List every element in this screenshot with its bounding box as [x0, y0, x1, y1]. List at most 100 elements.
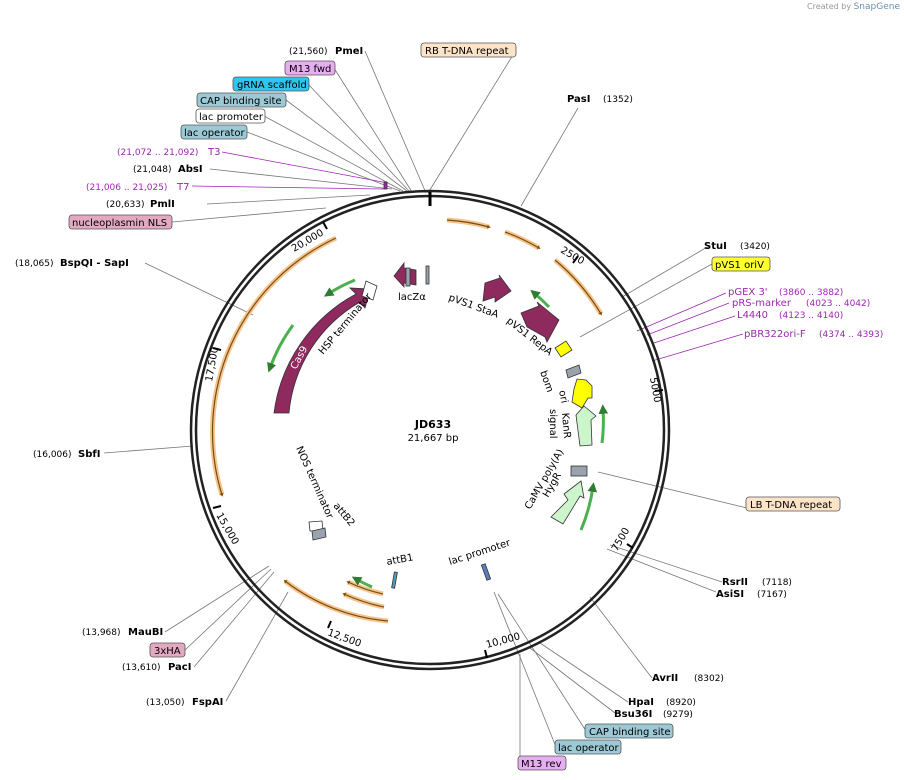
- site-pos-maubi: (13,968): [82, 628, 121, 638]
- orf-arc-bottom-3-arrow: [346, 581, 384, 595]
- lbtdna-leader: [597, 471, 748, 509]
- site-pos-rsrii: (7118): [762, 578, 792, 588]
- tick-label-5000: 5000: [647, 377, 662, 404]
- cap-leader-1: [285, 99, 408, 192]
- attb1-label: attB1: [386, 552, 415, 568]
- tick-17500: [212, 347, 222, 351]
- box-m13fwd: [284, 60, 336, 76]
- site-name-maubi: MauBI: [128, 627, 163, 638]
- site-labels: (21,560) PmeI PasI (1352) (21,048) AbsI …: [15, 46, 792, 720]
- site-name-bsu36i: Bsu36I: [614, 709, 652, 720]
- label-lacop-2: lac operator: [558, 743, 619, 754]
- fspai-leader: [225, 591, 289, 702]
- hygr-arrow: [550, 480, 585, 525]
- hsp-terminator-shape: [361, 280, 378, 301]
- box-m13rev: [517, 755, 567, 771]
- site-pos-stui: (3420): [740, 242, 770, 252]
- box-lacprom-1: [195, 108, 266, 124]
- pbr322-leader: [651, 333, 744, 362]
- t7-primer-mark: [383, 181, 388, 190]
- center-title: JD633 21,667 bp: [408, 418, 459, 444]
- box-cap-2: [584, 723, 674, 739]
- site-pos-sbfi: (16,006): [33, 450, 72, 460]
- t7-leader: [191, 185, 385, 190]
- bspqi-leader: [144, 262, 254, 316]
- sbfi-leader: [103, 445, 194, 454]
- box-grna: [232, 76, 310, 92]
- backbone-outer: [189, 189, 671, 671]
- orf-arc-1-arrow: [446, 219, 491, 229]
- leader-lines: [103, 49, 748, 760]
- box-3xha: [149, 642, 186, 658]
- pvs1-oriv-shape: [554, 340, 573, 358]
- label-nls: nucleoplasmin NLS: [72, 218, 167, 229]
- stui-leader: [621, 245, 710, 298]
- credit-prefix: Created by: [807, 2, 852, 11]
- tick-2500: [572, 255, 579, 264]
- orf-arc-big: [210, 235, 338, 496]
- pvs1-staa-arrow: [482, 274, 512, 303]
- box-lb-tdna: [745, 496, 841, 512]
- site-pos-pasi: (1352): [603, 95, 633, 105]
- grna-leader: [307, 83, 411, 193]
- orf-arc-2-arrow: [504, 231, 541, 249]
- orf-small-6: [351, 576, 373, 589]
- ori-label: ori: [556, 389, 569, 404]
- site-pos-fspai: (13,050): [146, 698, 185, 708]
- site-pos-hpai: (8920): [666, 698, 696, 708]
- site-name-absi: AbsI: [178, 164, 203, 175]
- avrii-leader: [589, 596, 653, 679]
- nls-leader: [171, 207, 327, 223]
- box-rb-tdna: [420, 42, 517, 58]
- orf-small-4: [598, 404, 609, 444]
- l4440-leader: [653, 315, 736, 344]
- plasmid-size: 21,667 bp: [408, 433, 459, 444]
- paci-leader: [193, 571, 275, 668]
- pvs1oriv-leader: [579, 263, 713, 338]
- label-grna: gRNA scaffold: [237, 80, 307, 91]
- pvs1-repa-arrow: [520, 301, 560, 343]
- lacprom-leader-1: [263, 115, 404, 192]
- box-cap-1: [196, 92, 287, 108]
- site-name-pmei: PmeI: [335, 46, 363, 57]
- prs-leader: [646, 302, 730, 336]
- pmei-leader: [364, 50, 427, 194]
- tick-7500: [626, 543, 634, 549]
- lacz-box: [405, 267, 411, 287]
- site-name-pasi: PasI: [567, 94, 590, 105]
- orf-small-1: [323, 278, 356, 297]
- label-lacop-1: lac operator: [184, 128, 245, 139]
- tick-12500: [327, 620, 332, 629]
- site-name-hpai: HpaI: [628, 697, 654, 708]
- attb1-shape: [391, 571, 398, 589]
- absi-leader: [209, 168, 393, 190]
- maubi-leader: [164, 565, 270, 633]
- snapgene-logo: SnapGene: [853, 2, 900, 12]
- primer-name-l4440: L4440: [737, 310, 768, 321]
- primer-pos-t3: (21,072 .. 21,092): [117, 148, 198, 158]
- m13fwd-leader: [333, 67, 413, 193]
- orf-small-2: [267, 324, 295, 373]
- bsu36i-leader: [529, 647, 616, 714]
- 3xha-leader: [184, 568, 272, 651]
- box-nls: [68, 214, 173, 230]
- orf-arc-bottom-2-arrow: [342, 593, 385, 608]
- orf-arc-bottom-2: [342, 591, 385, 610]
- rb-tdna-leader: [427, 49, 517, 194]
- label-lb-tdna: LB T-DNA repeat: [750, 500, 832, 511]
- features: [273, 181, 597, 589]
- site-name-rsrii: RsrII: [722, 577, 748, 588]
- label-rb-tdna: RB T-DNA repeat: [425, 46, 509, 57]
- lac-promoter-shape: [480, 563, 492, 581]
- site-pos-asisi: (7167): [757, 590, 787, 600]
- primer-labels: (21,072 .. 21,092) T3 (21,006 .. 21,025)…: [86, 147, 883, 340]
- cap-leader-2: [497, 593, 587, 732]
- site-name-asisi: AsiSI: [716, 589, 744, 600]
- orf-arc-3: [553, 258, 604, 316]
- primer-name-prs: pRS-marker: [732, 298, 792, 309]
- site-name-avrii: AvrII: [652, 673, 678, 684]
- primer-pos-t7: (21,006 .. 21,025): [86, 183, 167, 193]
- site-name-stui: StuI: [704, 241, 727, 252]
- label-3xha: 3xHA: [154, 646, 181, 657]
